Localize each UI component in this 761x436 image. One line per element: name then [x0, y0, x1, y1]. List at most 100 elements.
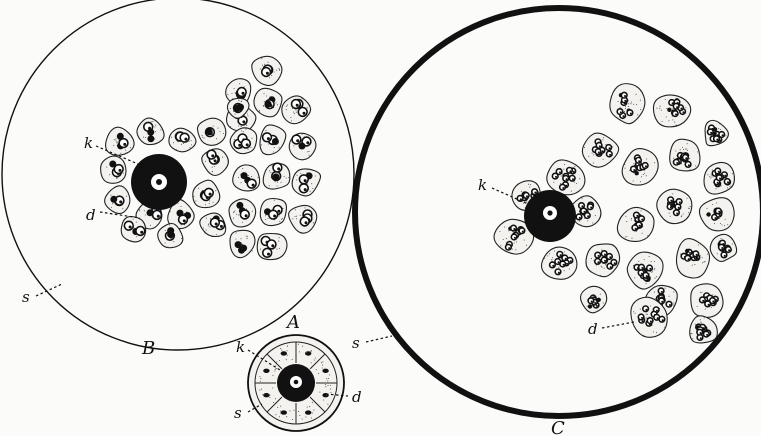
vacuole-core — [598, 151, 600, 153]
vacuole — [697, 329, 703, 335]
vacuole-core — [559, 171, 561, 173]
vacuole — [693, 251, 699, 257]
stipple-dot — [274, 370, 275, 371]
stipple-dot — [235, 232, 236, 233]
stipple-dot — [230, 126, 231, 127]
vacuole-core — [685, 157, 687, 159]
vacuole-core — [157, 215, 160, 218]
stipple-dot — [286, 416, 287, 417]
vacuole-core — [710, 132, 712, 134]
vacuole-core — [140, 231, 143, 234]
stipple-dot — [600, 294, 601, 295]
stipple-dot — [514, 242, 515, 243]
yolk-granule — [265, 101, 272, 108]
stipple-dot — [151, 121, 152, 122]
stipple-dot — [646, 314, 647, 315]
stipple-dot — [235, 238, 236, 239]
yolk-cell — [263, 163, 290, 189]
vacuole-core — [296, 104, 299, 107]
stipple-dot — [631, 238, 632, 239]
stipple-dot — [624, 164, 625, 165]
yolk-cell — [691, 284, 723, 318]
yolk-cell — [233, 165, 260, 191]
stipple-dot — [154, 126, 155, 127]
stipple-dot — [640, 100, 641, 101]
stipple-dot — [727, 224, 728, 225]
stipple-dot — [328, 378, 329, 379]
vacuole — [642, 163, 648, 169]
stipple-dot — [145, 214, 146, 215]
stipple-dot — [717, 253, 718, 254]
stipple-dot — [280, 182, 281, 183]
vacuole — [576, 214, 582, 220]
stipple-dot — [547, 255, 548, 256]
stipple-dot — [636, 94, 637, 95]
panel-a-label-d: d — [352, 388, 362, 406]
stipple-dot — [636, 104, 637, 105]
yolk-granule — [147, 135, 154, 142]
stipple-dot — [249, 109, 250, 110]
vacuole — [588, 204, 594, 210]
stipple-dot — [178, 227, 179, 228]
stipple-dot — [672, 109, 673, 110]
panel-b-label-d: d — [86, 206, 96, 224]
vacuole-core — [636, 215, 638, 217]
stipple-dot — [287, 105, 288, 106]
vacuole-core — [267, 253, 270, 256]
stipple-dot — [280, 413, 281, 414]
yolk-granule — [167, 227, 174, 234]
stipple-dot — [629, 170, 630, 171]
stipple-dot — [234, 114, 235, 115]
stipple-dot — [265, 219, 266, 220]
vacuole-core — [587, 215, 589, 217]
stipple-dot — [592, 152, 593, 153]
vacuole-core — [716, 139, 718, 141]
stipple-dot — [558, 267, 559, 268]
stipple-dot — [296, 218, 297, 219]
panel-c-nucleolus-dot — [547, 210, 552, 215]
vacuole-core — [676, 162, 678, 164]
stipple-dot — [215, 190, 216, 191]
stipple-dot — [295, 109, 296, 110]
stipple-dot — [202, 135, 203, 136]
stipple-dot — [286, 109, 287, 110]
stipple-dot — [238, 214, 239, 215]
yolk-cell — [197, 118, 225, 145]
stipple-dot — [702, 262, 703, 263]
stipple-dot — [618, 101, 619, 102]
vacuole — [119, 139, 128, 148]
vacuole-core — [214, 159, 217, 162]
stipple-dot — [530, 184, 531, 185]
stipple-dot — [544, 258, 545, 259]
stipple-dot — [286, 350, 287, 351]
vacuole — [719, 132, 725, 138]
stipple-dot — [687, 150, 688, 151]
stipple-dot — [580, 224, 581, 225]
vacuole-core — [306, 141, 309, 144]
stipple-dot — [330, 392, 331, 393]
vacuole — [726, 247, 732, 253]
yolk-cell — [106, 127, 135, 155]
stipple-dot — [242, 222, 243, 223]
stipple-dot — [695, 324, 696, 325]
stipple-dot — [298, 344, 299, 345]
stipple-dot — [242, 168, 243, 169]
stipple-dot — [732, 173, 733, 174]
stipple-dot — [682, 147, 683, 148]
vacuole-core — [242, 120, 245, 123]
yolk-granule — [685, 249, 689, 253]
stipple-dot — [504, 226, 505, 227]
stipple-dot — [170, 211, 171, 212]
stipple-dot — [683, 213, 684, 214]
stipple-dot — [171, 137, 172, 138]
stipple-dot — [231, 93, 232, 94]
stipple-dot — [724, 225, 725, 226]
stipple-dot — [269, 185, 270, 186]
stipple-dot — [247, 113, 248, 114]
vacuole-core — [679, 201, 681, 203]
vacuole — [627, 110, 633, 116]
vacuole-core — [670, 200, 672, 202]
yolk-granule — [263, 393, 269, 397]
stipple-dot — [587, 220, 588, 221]
stipple-dot — [267, 218, 268, 219]
